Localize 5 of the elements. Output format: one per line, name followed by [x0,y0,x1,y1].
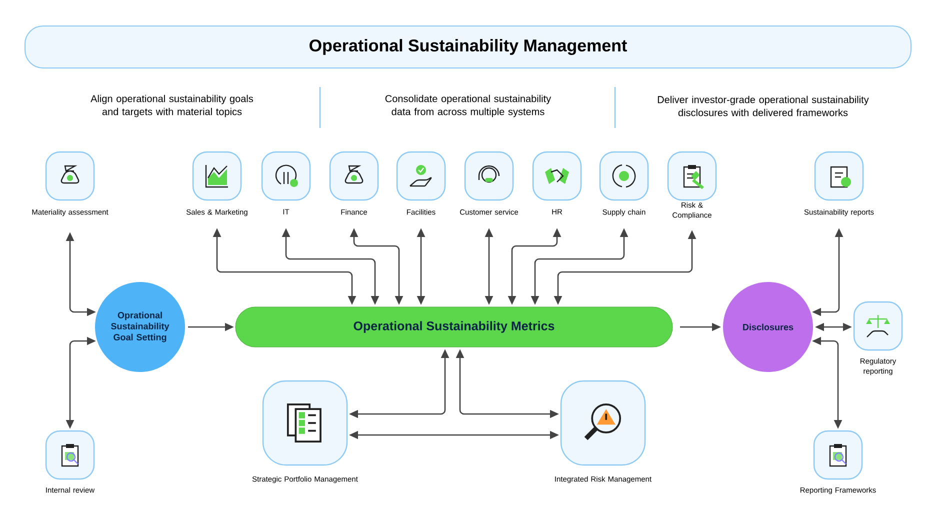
column-heading: Align operational sustainability goals and targets with material topics [90,94,254,118]
title-banner: Operational Sustainability Management [24,26,912,68]
metrics-bar: Operational Sustainability Metrics [235,306,673,348]
column-heading: Deliver investor-grade operational sustainability disclosures with delivered frameworks [658,96,869,116]
column-heading: Consolidate operational sustainability data from across multiple systems [385,94,552,118]
